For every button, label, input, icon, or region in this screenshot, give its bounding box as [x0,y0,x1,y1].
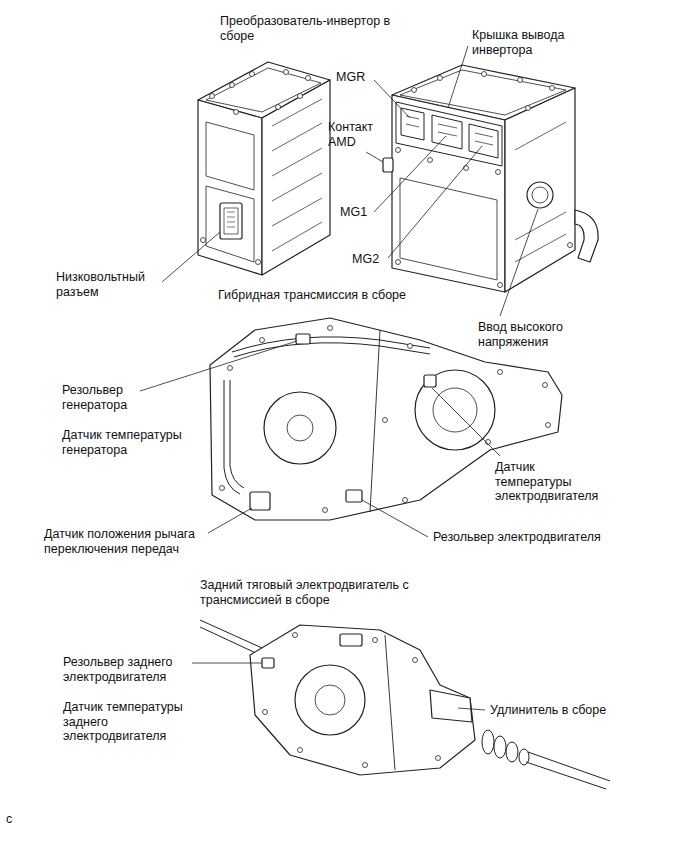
housing-front [392,95,505,292]
generator-housing [264,392,336,464]
part-label: Задний тяговый электродвигатель с трансм… [200,578,411,607]
drive-shaft [200,620,262,654]
part-label: Датчик температуры электродвигателя [495,460,601,504]
terminal-label: MGR [336,70,368,85]
bolts [201,70,311,265]
amd-terminal [383,158,393,172]
coolant-hose [575,210,598,262]
inverter-side-view [198,62,330,275]
leader-line [448,46,468,108]
leader-line [432,388,500,456]
terminal-cover [396,102,502,166]
leader-lines [140,46,538,710]
motor-temperature-sensor [424,375,436,387]
low-voltage-connector [220,203,242,239]
part-label: Ввод высокого напряжения [478,320,566,349]
high-voltage-inlet [527,182,553,208]
generator-resolver [296,334,310,344]
part-label: Преобразователь-инвертор в сборе [220,14,393,43]
cv-boot [482,730,529,765]
breather-pipe [224,380,244,494]
bolts [263,633,441,768]
part-label: Датчик температуры генератора [62,428,184,457]
part-label: Резольвер электродвигателя [433,530,603,545]
mgr-opening [401,108,424,140]
terminals [406,116,493,145]
leader-line [162,232,220,282]
rear-motor-transaxle [200,620,610,789]
part-label: Резольвер генератора [62,383,130,412]
figure-code: c [6,812,15,827]
connector-inner [224,208,238,234]
leader-line [208,508,252,533]
leader-line [374,80,410,118]
leader-line [362,500,428,537]
leader-line [388,146,482,258]
motor-housing [415,370,495,450]
part-label: Датчик температуры заднего электродвигат… [63,700,185,744]
housing-left [198,100,262,275]
cooling-ribs [515,122,566,262]
cooling-ribs [272,99,322,251]
lid-seam [206,68,321,112]
part-label: Крышка вывода инвертора [472,28,567,57]
leader-line [366,152,383,162]
motor-housing-inner [433,388,477,432]
drive-shaft [526,752,610,789]
rear-connector [340,634,362,646]
rear-resolver [262,658,274,668]
harness-pipe [232,337,430,357]
part-label: Удлинитель в сборе [490,703,609,718]
housing-right [505,88,575,292]
motor-resolver [346,490,362,502]
leader-line [374,136,446,212]
panel [400,178,497,280]
housing-right [262,80,330,275]
terminal-label: MG2 [352,252,382,267]
mg2-opening [469,124,498,158]
high-voltage-inlet-inner [532,187,548,203]
extension [430,690,472,722]
leader-line [500,209,538,316]
motor-cover [295,665,365,735]
part-label: Контакт AMD [328,120,376,149]
part-label: Гибридная трансмиссия в сборе [218,288,408,303]
part-label: Датчик положения рычага переключения пер… [44,527,198,556]
shift-position-sensor [250,492,270,510]
mg1-opening [432,115,462,149]
part-label: Низковольтный разъем [56,270,147,299]
housing-seam [370,330,380,512]
inverter-terminal-view [383,65,598,292]
connector-pins [227,212,235,227]
leader-line [458,708,485,710]
panel [206,186,254,262]
panel [206,122,254,190]
leader-line [140,341,297,391]
part-label: Резольвер заднего электродвигателя [63,655,175,684]
motor-cover-inner [315,685,345,715]
motor-housing [250,625,475,775]
leader-line [192,663,262,664]
terminal-label: MG1 [340,205,370,220]
housing-seam [385,635,395,770]
generator-housing-inner [287,415,313,441]
bolts [396,72,573,288]
